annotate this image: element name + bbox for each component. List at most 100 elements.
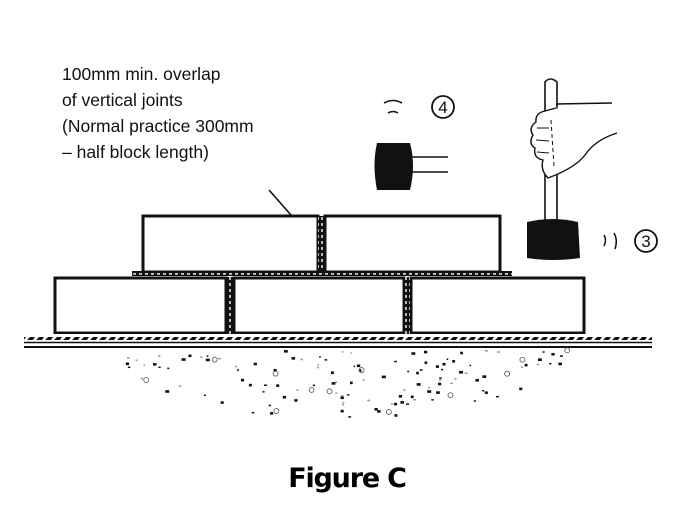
gravel-speck [165,390,170,393]
gravel-speck [358,369,362,372]
gravel-speck [385,409,392,415]
ground-bedding [24,334,652,348]
step-4-marker: 4 [431,95,455,119]
bedding-hatch [24,334,652,341]
gravel-speck [300,358,303,361]
gravel-speck [317,364,320,366]
annotation-line-2: of vertical joints [62,90,183,110]
gravel-speck [206,355,209,357]
gravel-speck [390,403,394,405]
gravel-speck [446,358,449,360]
gravel-speck [484,350,488,352]
gravel-speck [496,395,499,398]
hand-icon [530,102,618,179]
gravel-speck [348,416,352,418]
gravel-speck [330,371,334,374]
gravel-speck [460,351,463,355]
gravel-speck [549,362,552,365]
gravel-speck [537,358,542,361]
overlap-annotation: 100mm min. overlap of vertical joints (N… [62,64,254,162]
gravel-speck [435,365,439,368]
gravel-speck [178,385,182,387]
gravel-speck [340,409,344,413]
bottom-block-right [409,276,586,335]
gravel-speck [140,377,144,380]
gravel-speck [262,391,265,393]
gravel-speck [393,402,398,406]
gravel-speck [374,407,378,411]
gravel-speck [308,387,311,390]
gravel-speck [482,389,485,392]
gravel-speck [153,362,157,366]
gravel-speck [416,371,419,375]
gravel-speck [340,396,344,400]
gravel-speck [240,378,245,382]
gravel-speck [410,395,414,399]
step-3-number: 3 [641,232,650,251]
gravel-speck [423,350,428,354]
gravel-speck [335,392,338,394]
gravel-speck [326,388,333,395]
gravel-speck [331,382,336,385]
gravel-speck [542,351,545,353]
gravel-speck [413,398,417,401]
gravel-speck [407,370,410,373]
gravel-speck [520,366,524,368]
bed-joint [132,271,512,276]
gravel-speck [356,364,361,368]
gravel-speck [188,354,192,358]
gravel-speck [551,352,555,356]
gravel-speck [324,359,328,361]
gravel-speck [296,389,299,391]
gravel-speck [559,355,563,357]
gravel-speck [427,390,432,393]
gravel-speck [424,361,428,365]
gravel-speck [205,358,210,362]
step-4-number: 4 [438,98,447,117]
gravel-speck [316,366,319,369]
gravel-speck [270,412,274,415]
gravel-speck [436,391,440,394]
gravel-speck [334,381,338,384]
gravel-sub-base [125,347,571,418]
gravel-speck [482,375,487,378]
gravel-speck [353,365,356,368]
gravel-speck [273,408,280,414]
gravel-speck [469,364,472,367]
gravel-speck [431,399,434,401]
gravel-speck [220,401,224,404]
annotation-line-1: 100mm min. overlap [62,64,221,84]
gravel-speck [158,366,161,369]
gravel-speck [484,391,488,395]
gravel-speck [272,370,279,377]
gravel-speck [294,399,298,402]
annotation-line-4: – half block length) [62,142,209,162]
gravel-speck [475,379,479,382]
gravel-speck [454,378,457,380]
gravel-speck [473,400,476,402]
top-block-right [323,214,502,274]
gravel-speck [200,356,203,358]
gravel-speck [218,357,221,360]
gravel-speck [350,352,352,354]
gravel-speck [403,389,406,391]
gravel-speck [273,368,277,372]
vibration-marks-icon [603,232,618,250]
gravel-speck [419,369,423,371]
gravel-speck [452,360,456,363]
top-block-left [141,214,320,274]
gravel-speck [536,363,540,366]
gravel-speck [211,356,218,363]
gravel-speck [340,395,344,397]
gravel-speck [427,386,430,389]
gravel-speck [442,362,446,366]
gravel-speck [439,377,442,379]
gravel-speck [504,370,511,377]
gravel-speck [464,372,468,375]
gravel-speck [253,362,257,366]
gravel-speck [167,367,170,370]
gravel-speck [251,411,255,414]
gravel-speck [283,350,288,353]
gravel-speck [135,359,138,362]
